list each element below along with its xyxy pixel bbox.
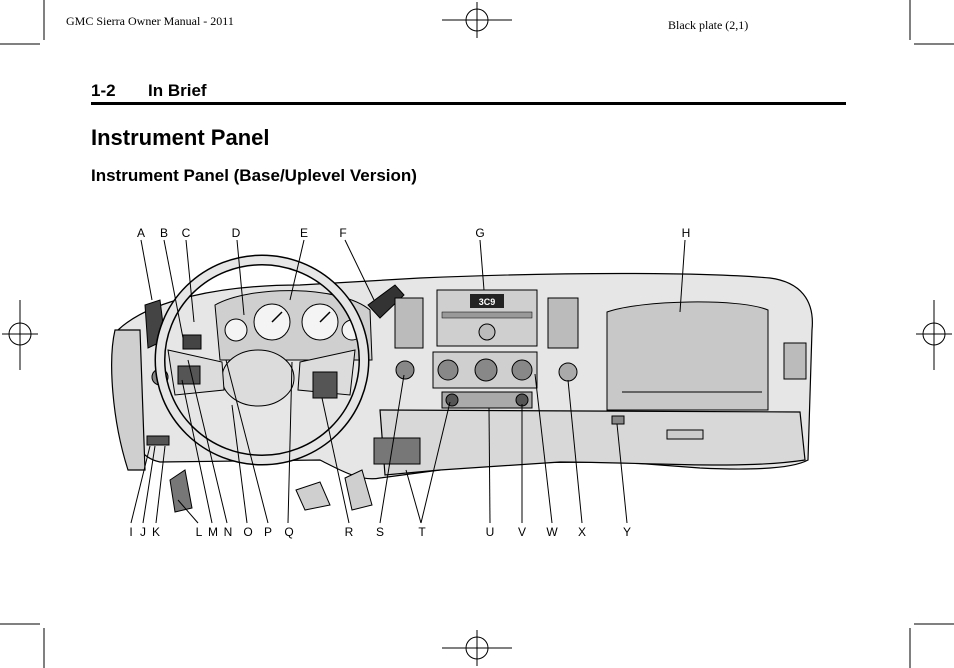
callout-label: O (243, 525, 252, 539)
climate-controls (432, 351, 538, 389)
callout-label: S (376, 525, 384, 539)
lower-dashboard (379, 409, 806, 476)
callout-label: U (486, 525, 495, 539)
top-callout-labels: A B C D E F G H (137, 226, 690, 240)
callout-label: N (224, 525, 233, 539)
passenger-switch (558, 362, 578, 382)
callout-label: Q (284, 525, 293, 539)
bottom-callout-labels: I J K L M N O P Q R S T U V W X Y (129, 525, 631, 539)
callout-label: W (546, 525, 558, 539)
manual-title: GMC Sierra Owner Manual - 2011 (66, 14, 234, 28)
callout-label: T (418, 525, 426, 539)
wiper-stalk (367, 284, 405, 319)
radio-display-text: 3C9 (479, 297, 496, 307)
instrument-cluster (214, 290, 373, 361)
turn-signal-lever (182, 334, 202, 350)
lower-left-switch (146, 435, 170, 446)
callout-lines (130, 239, 686, 524)
callout-label: R (345, 525, 354, 539)
passenger-airbag-indicator (611, 415, 625, 425)
header-rule (91, 102, 846, 105)
callout-label: K (152, 525, 160, 539)
steering-wheel (154, 254, 370, 466)
storage-bin (373, 437, 421, 465)
callout-label: G (475, 226, 484, 240)
callout-label: D (232, 226, 241, 240)
right-air-vent (783, 342, 807, 380)
callout-label: E (300, 226, 308, 240)
callout-label: B (160, 226, 168, 240)
lower-storage-handle (666, 429, 704, 440)
callout-label: Y (623, 525, 631, 539)
trailer-brake-knob (395, 360, 415, 380)
page-subheading: Instrument Panel (Base/Uplevel Version) (91, 166, 417, 185)
section-title: In Brief (148, 81, 207, 100)
page-heading: Instrument Panel (91, 125, 270, 150)
callout-label: A (137, 226, 145, 240)
callout-label: J (140, 525, 146, 539)
callout-label: V (518, 525, 526, 539)
pedals (169, 469, 373, 513)
callout-label: C (182, 226, 191, 240)
callout-label: L (196, 525, 203, 539)
section-number: 1-2 (91, 81, 116, 100)
glove-box (606, 301, 769, 411)
callout-label: H (682, 226, 691, 240)
left-door-panel (111, 329, 146, 471)
radio: 3C9 (436, 289, 538, 347)
callout-label: F (339, 226, 346, 240)
callout-label: P (264, 525, 272, 539)
callout-label: X (578, 525, 586, 539)
callout-label: I (129, 525, 132, 539)
callout-label: M (208, 525, 218, 539)
center-left-vent (394, 297, 424, 349)
center-right-vent (547, 297, 579, 349)
plate-label: Black plate (2,1) (668, 18, 749, 32)
lower-switch-bank (441, 391, 533, 409)
